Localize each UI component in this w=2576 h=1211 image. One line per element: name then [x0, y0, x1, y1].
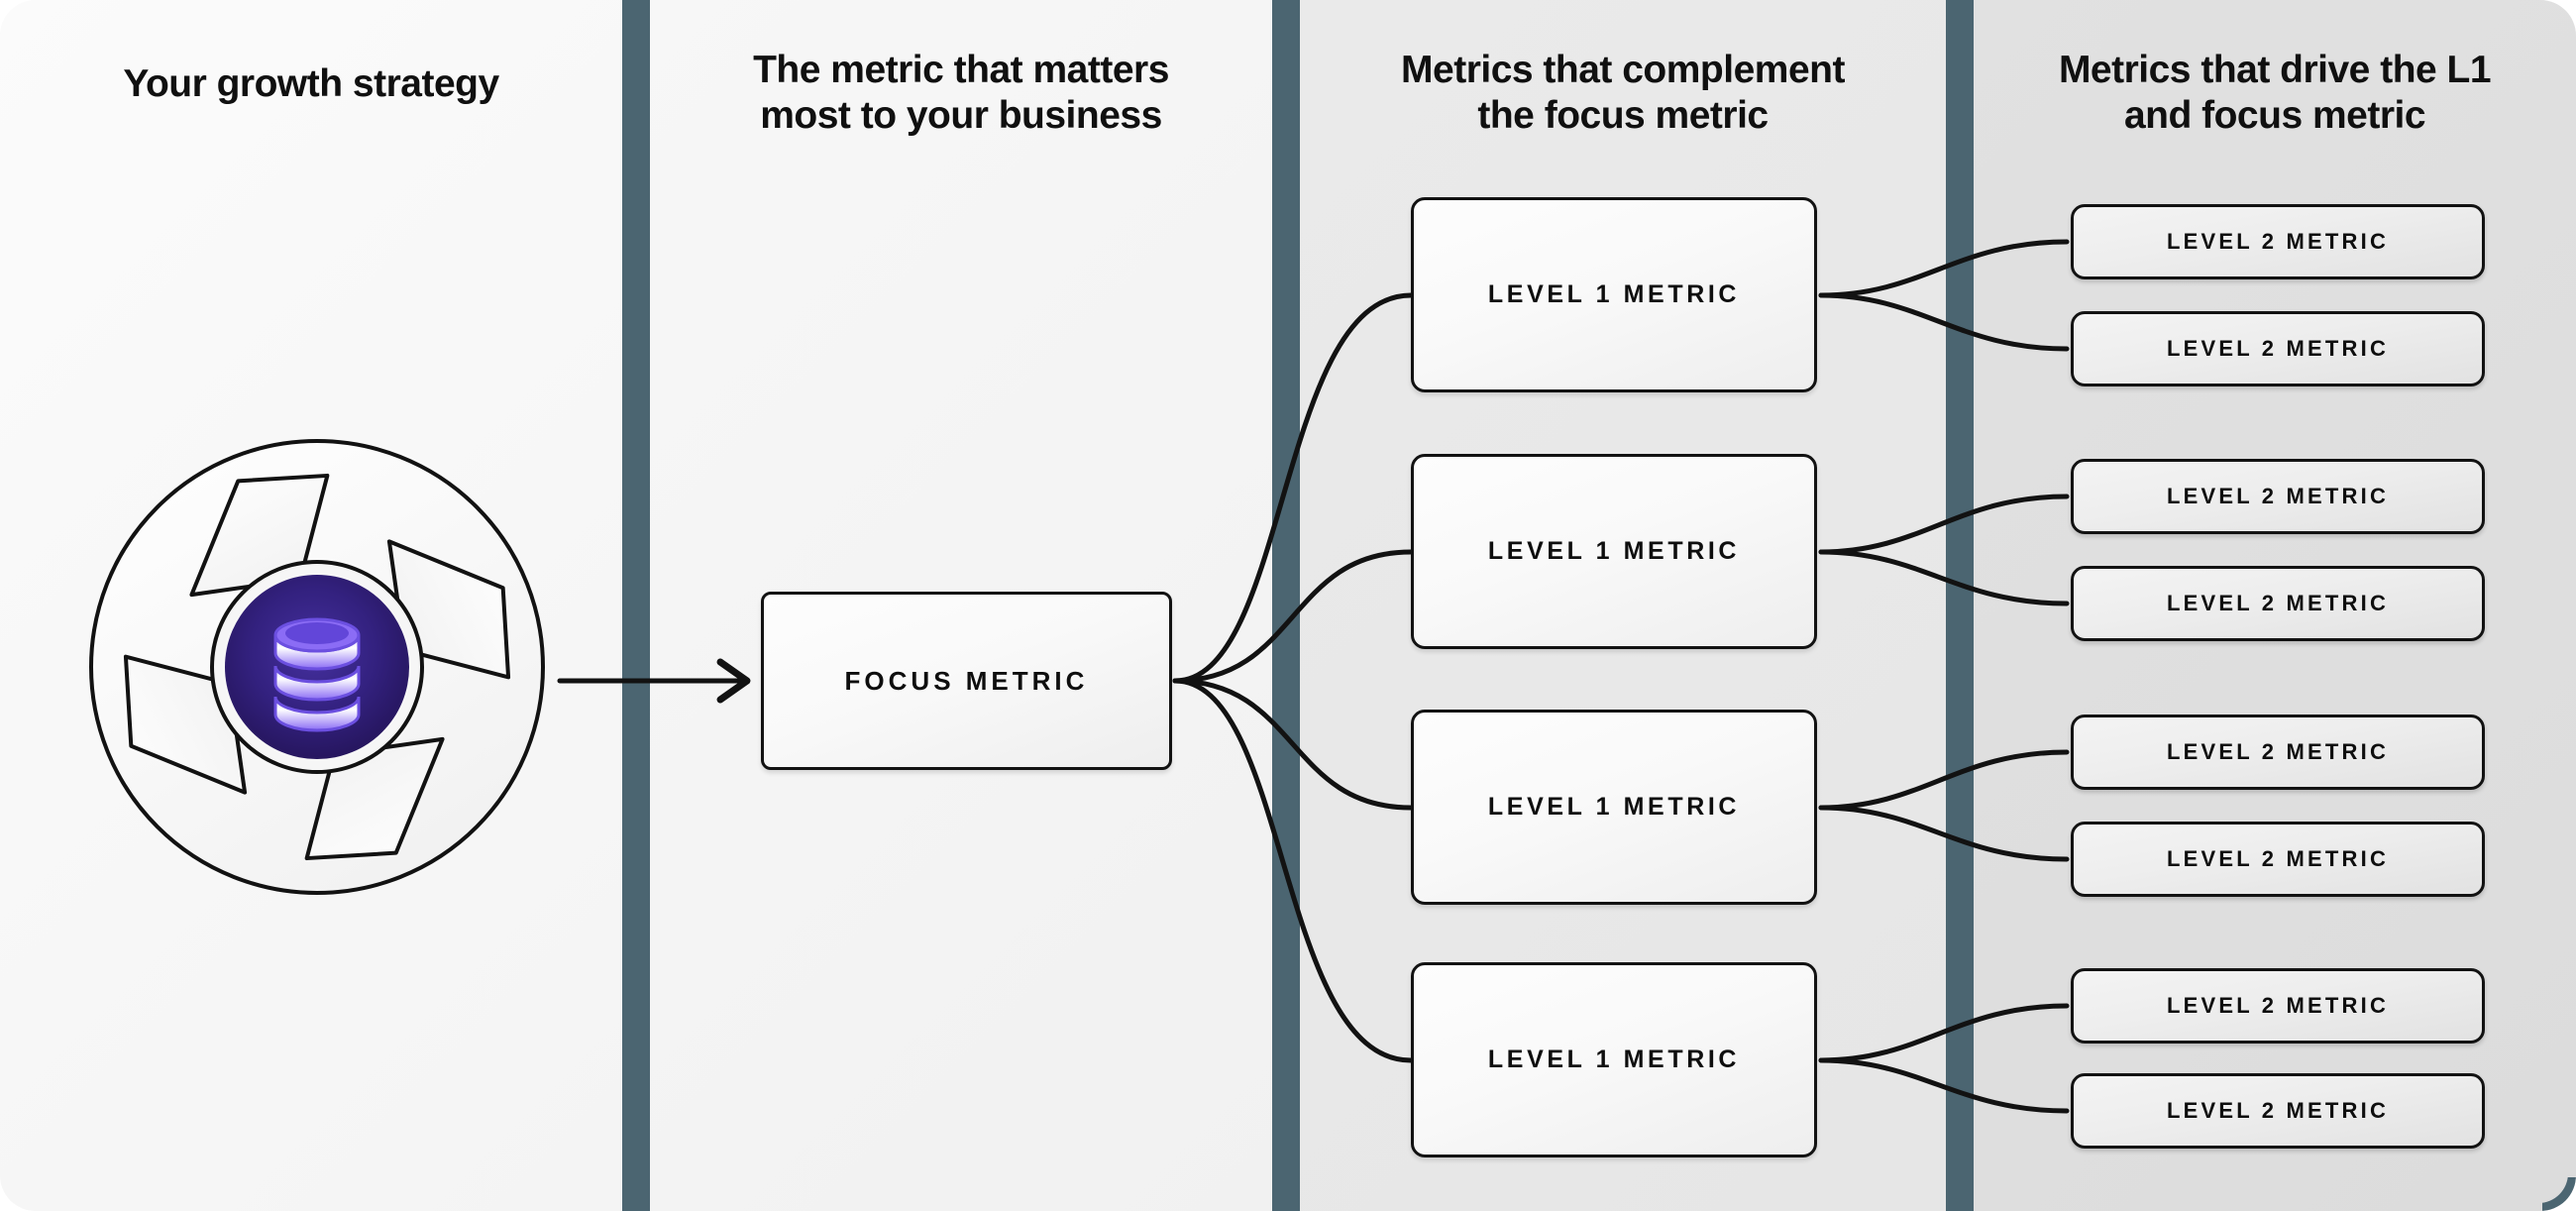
- node-label: FOCUS METRIC: [844, 665, 1089, 696]
- header-line-1: Metrics that complement: [1401, 49, 1845, 91]
- header-line-1: The metric that matters: [753, 49, 1169, 91]
- header-line-2: the focus metric: [1477, 94, 1769, 138]
- node-label: LEVEL 2 METRIC: [2166, 846, 2390, 871]
- node-level-1-metric-2[interactable]: LEVEL 1 METRIC: [1411, 454, 1817, 649]
- header-line-2: and focus metric: [2123, 94, 2426, 138]
- node-level-2-metric-2[interactable]: LEVEL 2 METRIC: [2071, 311, 2485, 386]
- header-line-1: Metrics that drive the L1: [2058, 49, 2492, 91]
- column-divider-1: [622, 0, 650, 1211]
- column-header-level-2: Metrics that drive the L1 and focus metr…: [1974, 48, 2576, 139]
- node-label: LEVEL 2 METRIC: [2166, 591, 2390, 615]
- column-header-level-1: Metrics that complement the focus metric: [1300, 48, 1946, 139]
- node-level-2-metric-5[interactable]: LEVEL 2 METRIC: [2071, 715, 2485, 790]
- node-level-1-metric-3[interactable]: LEVEL 1 METRIC: [1411, 710, 1817, 905]
- column-header-growth-strategy: Your growth strategy: [0, 61, 622, 107]
- node-label: LEVEL 2 METRIC: [2166, 336, 2390, 361]
- node-focus-metric[interactable]: FOCUS METRIC: [761, 592, 1172, 770]
- header-line-2: most to your business: [760, 94, 1162, 138]
- node-level-1-metric-1[interactable]: LEVEL 1 METRIC: [1411, 197, 1817, 392]
- node-label: LEVEL 1 METRIC: [1487, 280, 1741, 308]
- node-label: LEVEL 1 METRIC: [1487, 537, 1741, 565]
- growth-strategy-emblem: [89, 439, 545, 895]
- node-level-2-metric-8[interactable]: LEVEL 2 METRIC: [2071, 1073, 2485, 1149]
- node-label: LEVEL 2 METRIC: [2166, 739, 2390, 764]
- database-icon: [273, 617, 361, 732]
- node-level-1-metric-4[interactable]: LEVEL 1 METRIC: [1411, 962, 1817, 1157]
- node-label: LEVEL 2 METRIC: [2166, 229, 2390, 254]
- node-level-2-metric-3[interactable]: LEVEL 2 METRIC: [2071, 459, 2485, 534]
- node-level-2-metric-1[interactable]: LEVEL 2 METRIC: [2071, 204, 2485, 279]
- column-divider-2: [1272, 0, 1300, 1211]
- node-level-2-metric-4[interactable]: LEVEL 2 METRIC: [2071, 566, 2485, 641]
- column-header-focus-metric: The metric that matters most to your bus…: [650, 48, 1272, 139]
- header-line: Your growth strategy: [123, 62, 499, 105]
- node-level-2-metric-7[interactable]: LEVEL 2 METRIC: [2071, 968, 2485, 1044]
- node-label: LEVEL 1 METRIC: [1487, 793, 1741, 821]
- node-level-2-metric-6[interactable]: LEVEL 2 METRIC: [2071, 822, 2485, 897]
- column-divider-3: [1946, 0, 1974, 1211]
- node-label: LEVEL 2 METRIC: [2166, 1098, 2390, 1123]
- node-label: LEVEL 2 METRIC: [2166, 993, 2390, 1018]
- node-label: LEVEL 1 METRIC: [1487, 1046, 1741, 1073]
- node-label: LEVEL 2 METRIC: [2166, 484, 2390, 508]
